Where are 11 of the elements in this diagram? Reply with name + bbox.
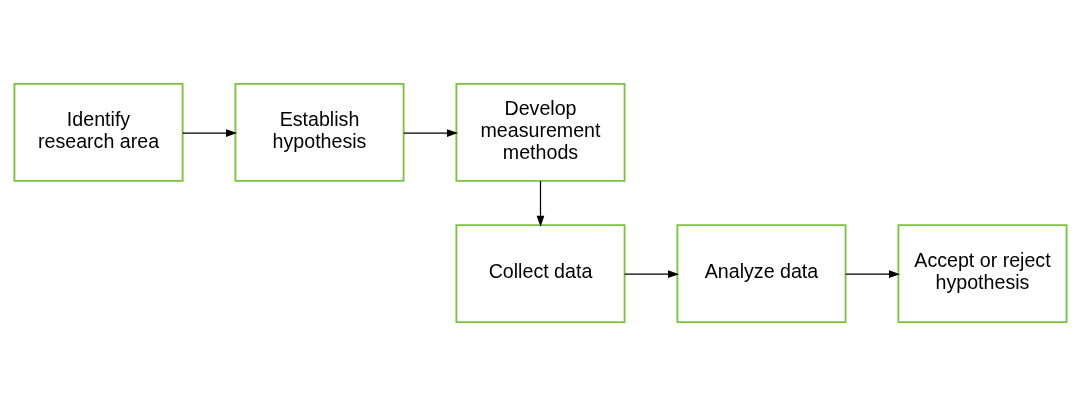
node-box: Analyze data <box>676 223 847 323</box>
arrow <box>182 128 238 137</box>
arrow <box>624 269 680 278</box>
node-box: Develop measurement methods <box>455 82 626 182</box>
arrow <box>536 179 545 227</box>
node-box: Identify research area <box>13 82 184 182</box>
node-box: Collect data <box>455 223 626 323</box>
node-box: Establish hypothesis <box>234 82 405 182</box>
arrow <box>403 128 459 137</box>
arrow <box>845 269 901 278</box>
node-box: Accept or reject hypothesis <box>897 223 1068 323</box>
